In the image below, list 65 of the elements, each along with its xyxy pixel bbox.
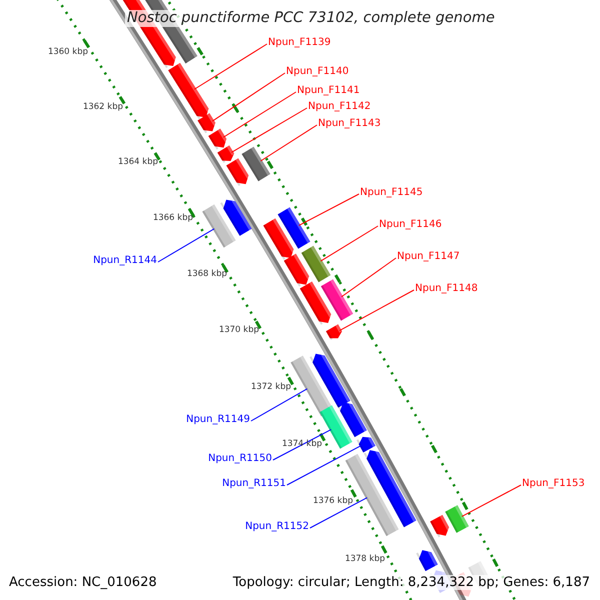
gene-label: Npun_F1142: [308, 102, 371, 112]
gene-block: [168, 62, 210, 120]
gene-block: [278, 207, 310, 249]
leader-line: [260, 124, 318, 162]
position-label: 1362 kbp: [82, 103, 123, 112]
leader-line: [212, 72, 286, 122]
position-label: 1360 kbp: [48, 48, 88, 56]
gene-label: Npun_F1141: [297, 86, 360, 96]
accession-text: Accession: NC_010628: [9, 575, 157, 590]
gene-label: Npun_R1152: [245, 522, 309, 532]
gene-label: Npun_F1140: [286, 67, 349, 77]
gene-block: [220, 200, 252, 236]
leader-line: [286, 444, 362, 486]
gene-label: Npun_F1153: [522, 479, 585, 489]
position-label: 1370 kbp: [218, 326, 259, 334]
position-label: 1366 kbp: [152, 214, 193, 222]
gene-label: Npun_F1148: [415, 284, 478, 294]
leader-line: [461, 484, 522, 517]
gene-block: [356, 436, 376, 453]
gene-block: [226, 158, 250, 186]
position-label: 1364 kbp: [118, 158, 158, 166]
gene-block: [337, 402, 367, 438]
gene-block: [445, 505, 469, 533]
gene-block: [364, 450, 416, 528]
gene-label: Npun_F1147: [397, 252, 460, 262]
leader-line: [230, 108, 308, 153]
gene-label: Npun_F1139: [268, 38, 331, 48]
leader-line: [194, 44, 268, 90]
leader-line: [310, 497, 368, 528]
gene-block: [301, 246, 331, 282]
leader-line: [339, 290, 414, 331]
gene-label: Npun_F1143: [318, 119, 381, 129]
gene-block: [430, 514, 450, 538]
gene-block: [202, 204, 236, 248]
gene-label: Npun_R1149: [186, 415, 250, 425]
gene-block: [284, 254, 310, 287]
gene-label: Npun_F1145: [360, 188, 423, 198]
leader-line: [320, 226, 378, 262]
gene-block: [242, 146, 270, 182]
gene-block: [263, 218, 295, 260]
position-label: 1372 kbp: [250, 383, 291, 392]
position-label: 1368 kbp: [186, 270, 227, 278]
gene-block: [198, 113, 216, 134]
position-label: 1378 kbp: [344, 555, 385, 564]
gene-block: [208, 128, 228, 150]
leader-line: [272, 429, 332, 460]
gene-label: Npun_R1151: [222, 479, 286, 489]
position-label: 1374 kbp: [282, 440, 322, 448]
gene-block: [320, 279, 354, 321]
gene-label: Npun_F1146: [379, 220, 442, 230]
leader-line: [298, 194, 360, 226]
gene-block: [326, 324, 342, 340]
gene-block: [300, 281, 332, 325]
leader-line: [341, 258, 396, 298]
gene-block: [217, 145, 235, 163]
leader-line: [222, 92, 296, 138]
position-label: 1376 kbp: [312, 497, 353, 506]
gene-block: [310, 354, 350, 408]
gene-label: Npun_R1150: [208, 454, 272, 464]
gene-block: [416, 550, 438, 572]
gene-block: [320, 405, 352, 449]
leader-line: [250, 388, 308, 422]
gene-label: Npun_R1144: [93, 256, 157, 266]
gene-block: [290, 356, 334, 416]
leader-line: [158, 228, 215, 262]
